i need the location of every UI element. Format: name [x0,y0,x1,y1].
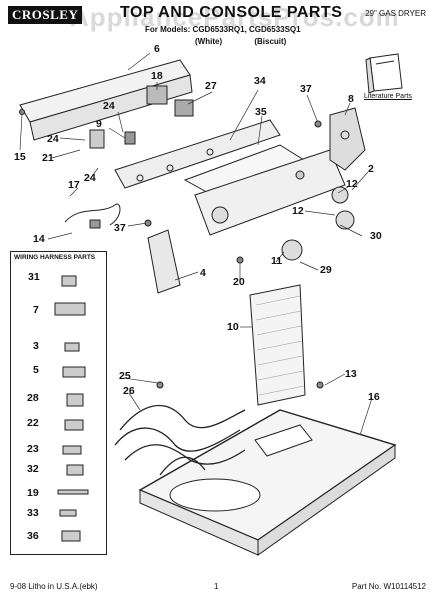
callout-2: 2 [368,163,374,175]
harness-callout-19: 19 [27,487,39,499]
variant-biscuit: (Biscuit) [254,37,287,46]
harness-callout-7: 7 [33,304,39,316]
knob-shapes [281,186,355,261]
callout-16: 16 [368,391,380,403]
page-subtitle: 29" GAS DRYER [365,9,426,18]
callout-35: 35 [255,106,267,118]
harness-callout-28: 28 [27,392,39,404]
model-line: For Models: CGD6533RQ1, CGD6533SQ1 [145,25,301,34]
lint-screen-shape [249,284,306,406]
callout-12a: 12 [346,178,358,190]
callout-14: 14 [33,233,45,245]
harness-callout-23: 23 [27,443,39,455]
callout-24b: 24 [47,133,59,145]
brand-logo: CROSLEY [8,6,83,24]
footer-page-number: 1 [214,582,219,591]
harness-callout-3: 3 [33,340,39,352]
harness-callout-22: 22 [27,417,39,429]
callout-21: 21 [42,152,54,164]
console-endcap-shape [329,107,366,171]
callout-10: 10 [227,321,239,333]
footer-part-number: Part No. W10114512 [351,582,426,591]
callout-15: 15 [14,151,26,163]
callout-27: 27 [205,80,217,92]
literature-label: Literature Parts [364,93,412,100]
harness-callout-33: 33 [27,507,39,519]
callout-18: 18 [151,70,163,82]
wiring-harness-title: WIRING HARNESS PARTS [14,254,96,261]
variant-white: (White) [195,37,223,46]
harness-callout-5: 5 [33,364,39,376]
harness-callout-36: 36 [27,530,39,542]
watermark: AppliancePartsPros.com [70,2,400,32]
control-bracket-shape [89,85,281,189]
callout-30: 30 [370,230,382,242]
callout-6: 6 [154,43,160,55]
screw-shapes [19,109,324,389]
dryer-top-shape [138,409,397,556]
callout-34: 34 [254,75,266,87]
wiring-harness-box [10,251,107,555]
callout-24a: 24 [103,100,115,112]
callout-26: 26 [123,385,135,397]
callout-12b: 12 [292,205,304,217]
harness-bundle-shape [114,404,246,476]
callout-25: 25 [119,370,131,382]
literature-booklet-icon [365,53,403,94]
callout-4: 4 [200,267,206,279]
harness-callout-31: 31 [28,271,40,283]
callout-9: 9 [96,118,102,130]
harness-box-parts [54,275,89,542]
footer-litho: 9-08 Litho in U.S.A.(ebk) [10,582,98,591]
console-top-shape [183,144,346,236]
leader-lines [19,52,373,436]
callout-24c: 24 [84,172,96,184]
lint-housing-shape [147,229,181,294]
callout-29: 29 [320,264,332,276]
callout-37a: 37 [300,83,312,95]
page-title: TOP AND CONSOLE PARTS [120,4,343,21]
callout-20: 20 [233,276,245,288]
color-variants: (White) (Biscuit) [195,37,316,46]
callout-13: 13 [345,368,357,380]
wiring-harness-shape [64,203,121,229]
callout-37b: 37 [114,222,126,234]
callout-8: 8 [348,93,354,105]
callout-11: 11 [271,255,283,267]
callout-17: 17 [68,179,80,191]
harness-callout-32: 32 [27,463,39,475]
